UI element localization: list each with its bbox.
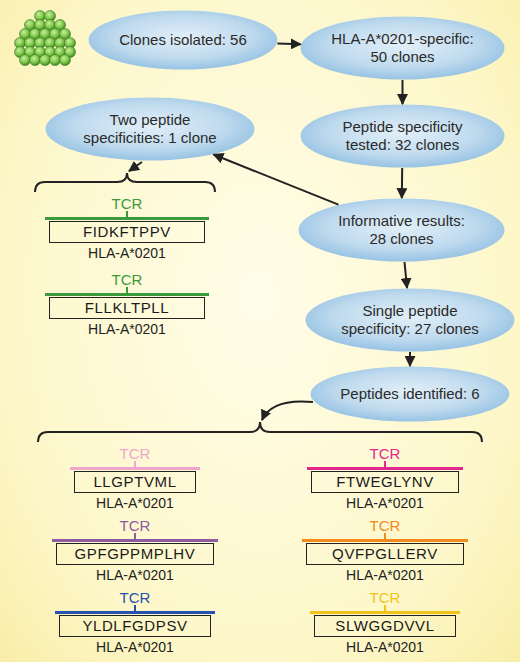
flow-arrow <box>405 262 408 288</box>
peptide-box: FLLKLTPLL <box>49 297 205 319</box>
ellipse-text-block: Two peptide specificities: 1 clone <box>73 111 228 147</box>
ellipse-text-block: Informative results: 28 clones <box>333 212 471 248</box>
ellipse-text-block: Peptide specificity tested: 32 clones <box>325 118 480 154</box>
flow-arrow <box>402 80 404 104</box>
peptide-sequence: SLWGGDVVL <box>335 617 434 634</box>
peptide-node: TCRSLWGGDVVLHLA-A*0201 <box>310 590 460 654</box>
peptide-node: TCRQVFPGLLERVHLA-A*0201 <box>302 518 468 582</box>
tcr-label: TCR <box>70 446 200 462</box>
step-label: Peptides identified: 6 <box>330 385 490 403</box>
step-label: Two peptide specificities: 1 clone <box>73 111 228 147</box>
ellipse-node: Peptides identified: 6 <box>310 366 510 422</box>
peptide-box: FTWEGLYNV <box>311 471 459 493</box>
peptide-sequence: FTWEGLYNV <box>336 473 434 490</box>
ellipse-fill <box>301 17 505 80</box>
leader-arrow <box>262 401 313 420</box>
hla-label: HLA-A*0201 <box>35 321 219 337</box>
ellipse-node: Peptide specificity tested: 32 clones <box>300 104 505 168</box>
peptide-box: FIDKFTPPV <box>49 221 205 243</box>
tcr-line <box>310 611 460 614</box>
tcr-line <box>45 217 209 220</box>
step-label: Informative results: 28 clones <box>333 212 471 248</box>
peptide-node: TCRGPFGPPMPLHVHLA-A*0201 <box>52 518 218 582</box>
hla-label: HLA-A*0201 <box>292 567 478 583</box>
ellipse-fill <box>311 367 510 422</box>
ellipse-text-wrap: Clones isolated: 56 <box>88 10 278 70</box>
ellipse-node: Single peptide specificity: 27 clones <box>305 288 515 352</box>
tcr-line <box>45 293 209 296</box>
tcr-label: TCR <box>55 590 215 606</box>
curly-brace <box>35 173 215 192</box>
peptide-sequence: QVFPGLLERV <box>332 545 438 562</box>
tcr-line <box>302 539 468 542</box>
peptide-node: TCRFTWEGLYNVHLA-A*0201 <box>307 446 463 510</box>
tcr-line <box>55 611 215 614</box>
tcr-line <box>307 467 463 470</box>
cell-cluster <box>15 11 76 66</box>
ellipse-text-block: HLA-A*0201-specific: 50 clones <box>325 30 480 66</box>
peptide-node: TCRLLGPTVMLHLA-A*0201 <box>70 446 200 510</box>
tcr-line <box>70 467 200 470</box>
ellipse-node: Two peptide specificities: 1 clone <box>45 97 255 161</box>
step-label: Single peptide specificity: 27 clones <box>330 302 490 338</box>
ellipse-fill <box>299 199 505 262</box>
peptide-node: TCRFLLKLTPLLHLA-A*0201 <box>45 272 209 336</box>
tcr-label: TCR <box>302 518 468 534</box>
peptide-box: LLGPTVML <box>74 471 196 493</box>
step-label: Peptide specificity tested: 32 clones <box>325 118 480 154</box>
ellipse-text-wrap: Two peptide specificities: 1 clone <box>45 97 255 161</box>
flow-arrow <box>409 352 411 366</box>
ellipse-text-wrap: Peptides identified: 6 <box>310 366 510 422</box>
hla-label: HLA-A*0201 <box>297 495 473 511</box>
tcr-label: TCR <box>310 590 460 606</box>
ellipse-node: Clones isolated: 56 <box>88 10 278 70</box>
hla-label: HLA-A*0201 <box>45 639 225 655</box>
ellipse-text-block: Clones isolated: 56 <box>98 31 268 49</box>
tcr-line <box>52 539 218 542</box>
ellipse-text-block: Peptides identified: 6 <box>330 385 490 403</box>
ellipse-text-block: Single peptide specificity: 27 clones <box>330 302 490 338</box>
step-label: Clones isolated: 56 <box>98 31 268 49</box>
ellipse-node: HLA-A*0201-specific: 50 clones <box>300 16 505 80</box>
hla-label: HLA-A*0201 <box>300 639 470 655</box>
hla-label: HLA-A*0201 <box>35 245 219 261</box>
ellipse-node: Informative results: 28 clones <box>298 198 505 262</box>
step-label: HLA-A*0201-specific: 50 clones <box>325 30 480 66</box>
peptide-sequence: FIDKFTPPV <box>83 223 171 240</box>
peptide-node: TCRYLDLFGDPSVHLA-A*0201 <box>55 590 215 654</box>
peptide-sequence: LLGPTVML <box>93 473 176 490</box>
curly-brace <box>38 422 482 442</box>
ellipse-text-wrap: Single peptide specificity: 27 clones <box>305 288 515 352</box>
tcr-label: TCR <box>45 196 209 212</box>
hla-label: HLA-A*0201 <box>42 567 228 583</box>
ellipse-text-wrap: Informative results: 28 clones <box>298 198 505 262</box>
peptide-box: SLWGGDVVL <box>314 615 456 637</box>
peptide-box: QVFPGLLERV <box>306 543 464 565</box>
tcr-label: TCR <box>45 272 209 288</box>
ellipse-fill <box>89 11 278 70</box>
ellipse-text-wrap: HLA-A*0201-specific: 50 clones <box>300 16 505 80</box>
peptide-node: TCRFIDKFTPPVHLA-A*0201 <box>45 196 209 260</box>
peptide-sequence: FLLKLTPLL <box>85 299 169 316</box>
ellipse-fill <box>301 105 505 168</box>
hla-label: HLA-A*0201 <box>60 495 210 511</box>
peptide-sequence: GPFGPPMPLHV <box>75 545 196 562</box>
leader-arrow <box>129 162 142 171</box>
flow-arrow <box>277 42 300 45</box>
tcr-label: TCR <box>307 446 463 462</box>
tcr-label: TCR <box>52 518 218 534</box>
ellipse-fill <box>306 289 515 352</box>
flow-arrow <box>401 168 403 198</box>
ellipse-text-wrap: Peptide specificity tested: 32 clones <box>300 104 505 168</box>
ellipse-fill <box>46 98 255 161</box>
peptide-sequence: YLDLFGDPSV <box>82 617 187 634</box>
peptide-box: YLDLFGDPSV <box>59 615 211 637</box>
peptide-box: GPFGPPMPLHV <box>56 543 214 565</box>
flow-arrow <box>214 155 339 205</box>
